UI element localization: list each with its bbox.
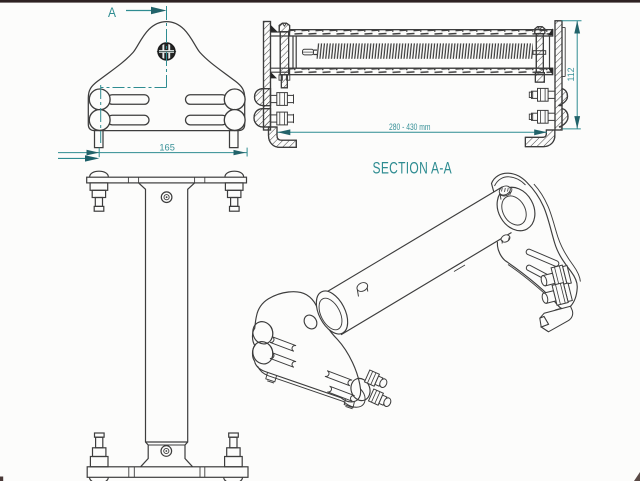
iso-left-plate-hole (303, 314, 318, 330)
front-slot-left-bottom (106, 114, 150, 126)
iso-right-pin (498, 185, 513, 200)
plan-screw-top (160, 191, 173, 204)
section-dimension-height (561, 20, 582, 130)
front-centerlines (100, 6, 167, 143)
plan-tube (138, 182, 196, 468)
front-dimension-165-text: 165 (159, 143, 175, 154)
section-right-end (524, 20, 569, 148)
front-leg-left (93, 130, 104, 149)
section-left-end (253, 20, 297, 148)
front-bore-right-bottom (223, 108, 246, 132)
front-plate-outline (87, 20, 246, 132)
front-slot-left-top (106, 94, 150, 105)
iso-right-hook (539, 305, 574, 333)
section-dimension-span (277, 129, 547, 136)
plan-bolt-bottom-left (88, 432, 109, 481)
front-top-hole (156, 42, 177, 61)
section-view-title: SECTION A-A (373, 160, 453, 178)
photo-corner-mark-right (634, 472, 640, 481)
photo-top-border (0, 0, 640, 3)
section-view: 280 - 430 mm 112 (253, 20, 582, 148)
front-bore-left-top (88, 88, 111, 111)
plan-top-flange (86, 176, 248, 184)
front-view: A (58, 4, 248, 162)
cropped-dimension-left (58, 155, 100, 162)
section-cut-label: A (108, 4, 117, 20)
front-dimension-165 (58, 147, 248, 158)
section-left-bolt-top (270, 92, 294, 106)
section-left-bolt-bottom (270, 111, 294, 126)
iso-right-bolts (540, 264, 573, 306)
plan-bolt-top-left (89, 170, 109, 212)
section-right-bolt-top (528, 87, 556, 102)
front-slot-right-bottom (184, 114, 228, 126)
iso-left-bolts (363, 369, 392, 407)
iso-left-pin (356, 282, 369, 297)
photo-corner-mark-left (0, 476, 4, 481)
plan-bolt-bottom-right (223, 432, 244, 481)
front-slot-right-top (184, 94, 228, 105)
section-dimension-span-text: 280 - 430 mm (389, 122, 431, 132)
front-leg-right (228, 130, 239, 149)
plan-view (86, 170, 249, 481)
front-bore-right-top (223, 88, 246, 111)
plan-screw-bottom (160, 445, 173, 457)
section-cut-indicator (126, 6, 167, 15)
iso-left-plate (251, 291, 371, 410)
front-bore-left-bottom (88, 108, 111, 132)
iso-tube (315, 185, 536, 336)
plan-bolt-top-right (224, 170, 245, 212)
plan-bottom-flange (86, 466, 249, 478)
isometric-view (251, 172, 581, 410)
section-cut-arrow (151, 6, 167, 15)
section-right-bolt-bottom (528, 109, 556, 124)
iso-right-lower-pin (500, 234, 511, 244)
section-threaded-rod (302, 43, 547, 59)
section-dimension-height-text: 112 (566, 68, 576, 82)
